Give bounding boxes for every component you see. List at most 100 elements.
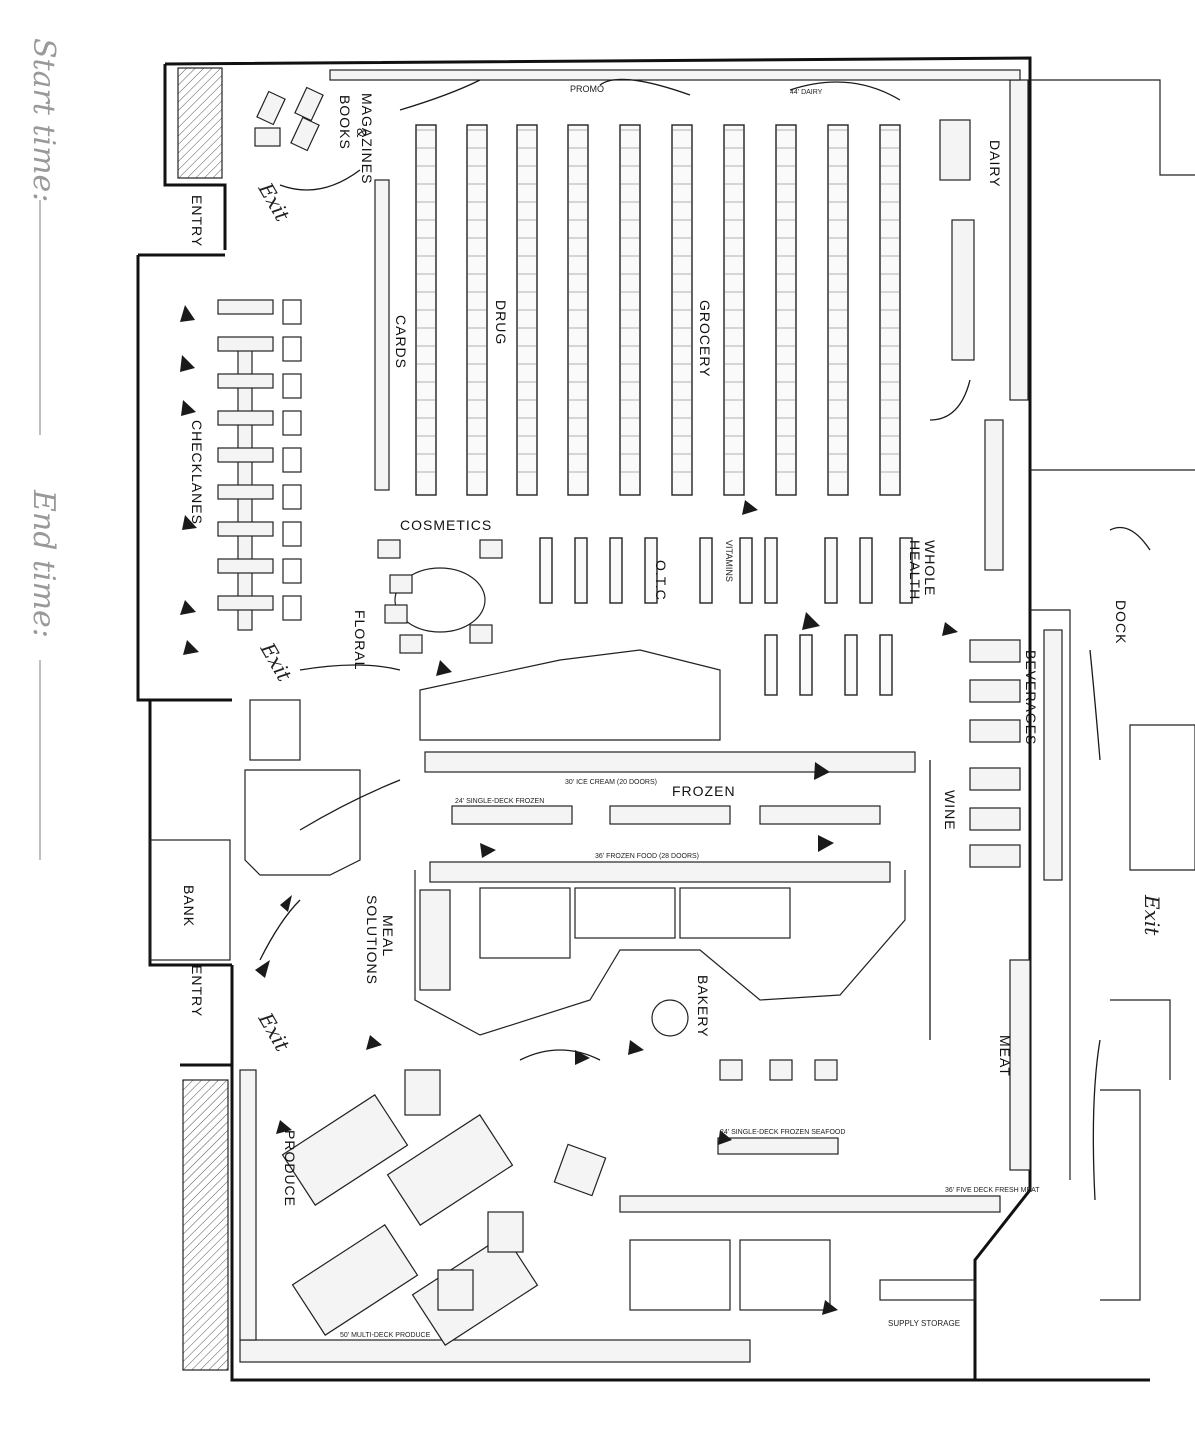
otc-gondola-8 <box>824 537 838 604</box>
exit-south-handwriting: Exit <box>253 1008 295 1057</box>
meal-solutions-block <box>414 870 906 1197</box>
entry-south-label: ENTRY <box>189 965 205 1017</box>
service-seafood-counter <box>619 1195 1001 1213</box>
end-time-handwriting: End time: <box>26 489 61 638</box>
fresh-meat-note: 36' FIVE DECK FRESH MEAT <box>945 1187 1040 1194</box>
path-arrow-10 <box>818 835 834 852</box>
checkstand-8 <box>217 558 274 574</box>
single-deck-frozen-3 <box>759 805 881 825</box>
start-time-handwriting: Start time: <box>26 38 61 202</box>
path-arrow-9 <box>814 762 830 780</box>
ice-cream-case <box>424 751 916 773</box>
wall-produce-case <box>239 1069 257 1341</box>
promo-label: PROMO <box>570 84 604 94</box>
path-arrow-2 <box>180 355 195 372</box>
produce-table-3 <box>437 1269 474 1311</box>
meat-prep-room <box>629 1239 731 1311</box>
checklanes-stations <box>217 299 302 621</box>
customer-service-desk <box>244 769 361 876</box>
produce-table-2 <box>487 1211 524 1253</box>
path-arrow-17 <box>718 1130 732 1145</box>
magazine-rack-2 <box>294 86 324 122</box>
checkstand-7 <box>217 521 274 537</box>
cosmetics-display-2 <box>384 604 408 624</box>
checkstand-5 <box>217 447 274 463</box>
checkstand-2 <box>217 336 274 352</box>
path-arrow-5 <box>180 600 196 615</box>
frozen-food-note: 36' FROZEN FOOD (28 DOORS) <box>595 853 699 860</box>
path-arrow-19 <box>822 1300 838 1315</box>
single-deck-frozen-1 <box>451 805 573 825</box>
magazine-rack-1 <box>256 90 286 126</box>
path-arrow-1 <box>180 305 195 322</box>
wine-rack-1 <box>969 767 1021 791</box>
pharmacy-floral-counter <box>419 649 721 741</box>
health-gondola-3 <box>844 634 858 696</box>
cosmetics-display-4 <box>469 624 493 644</box>
checkstand-register-5 <box>282 447 302 473</box>
meat-label: MEAT <box>997 1035 1013 1077</box>
frozen-cases <box>424 751 916 883</box>
otc-gondola-10 <box>899 537 913 604</box>
path-arrow-21 <box>276 1120 292 1134</box>
frozen-food-case <box>429 861 891 883</box>
fresh-meat-wall-case <box>1009 959 1031 1171</box>
checkstand-register-3 <box>282 373 302 399</box>
multi-deck-produce-note: 50' MULTI-DECK PRODUCE <box>340 1332 431 1339</box>
beverages-label: BEVERAGES <box>1023 650 1039 745</box>
checkstand-1 <box>217 299 274 315</box>
produce-island-4 <box>411 1234 539 1346</box>
dairy-island <box>939 119 971 181</box>
produce-table-1 <box>404 1069 441 1116</box>
bakery-island <box>553 1143 607 1197</box>
wine-rack-3 <box>969 844 1021 868</box>
books-label-1: BOOKS <box>337 95 353 150</box>
path-arrow-4 <box>182 515 197 530</box>
pharmacy-counter <box>984 419 1004 571</box>
dairy-cooler-note: 44' DAIRY <box>790 89 823 96</box>
multi-deck-produce-case <box>239 1339 751 1363</box>
promo-wall-case <box>329 69 1021 81</box>
ice-cream-note: 30' ICE CREAM (20 DOORS) <box>565 779 657 786</box>
bakery-office <box>679 887 791 939</box>
bakery-label: BAKERY <box>695 975 711 1038</box>
exterior-walls <box>136 56 1195 1382</box>
otc-label: O.T.C <box>653 560 669 601</box>
bank-room <box>149 839 231 961</box>
wine-rack-2 <box>969 807 1021 831</box>
grocery-label: GROCERY <box>697 300 713 378</box>
wine-label: WINE <box>942 790 958 831</box>
otc-gondola-9 <box>859 537 873 604</box>
path-arrow-15 <box>628 1040 644 1055</box>
bakery-table-1 <box>719 1059 743 1081</box>
path-arrow-16 <box>742 500 758 515</box>
otc-gondola-7 <box>764 537 778 604</box>
supply-storage-room <box>879 1279 976 1301</box>
path-arrow-11 <box>480 843 496 858</box>
path-arrow-13 <box>255 960 270 978</box>
checkstand-4 <box>217 410 274 426</box>
health-gondola-1 <box>764 634 778 696</box>
cosmetics-display-1 <box>389 574 413 594</box>
checkstand-6 <box>217 484 274 500</box>
path-arrow-7 <box>436 660 452 676</box>
commercial-bakery-rack <box>951 219 975 361</box>
exit-north-handwriting: Exit <box>253 178 295 227</box>
magazine-rack-3 <box>290 116 320 152</box>
produce-islands <box>281 1069 539 1346</box>
path-arrow-12 <box>280 895 292 912</box>
meal-label: MEAL <box>380 915 396 957</box>
bakery-table-3 <box>814 1059 838 1081</box>
entry-north-label: ENTRY <box>189 195 205 247</box>
fixture-notes: 30' ICE CREAM (20 DOORS) 24' SINGLE-DECK… <box>340 89 1040 1339</box>
solutions-label: SOLUTIONS <box>364 895 380 985</box>
otc-gondolas <box>539 537 913 696</box>
book-table <box>254 127 281 147</box>
path-arrow-3 <box>181 400 196 416</box>
health-gondola-4 <box>879 634 893 696</box>
beverages-wine <box>969 629 1063 881</box>
produce-island-1 <box>281 1094 409 1206</box>
single-deck-frozen-2 <box>609 805 731 825</box>
checkstand-register-7 <box>282 521 302 547</box>
